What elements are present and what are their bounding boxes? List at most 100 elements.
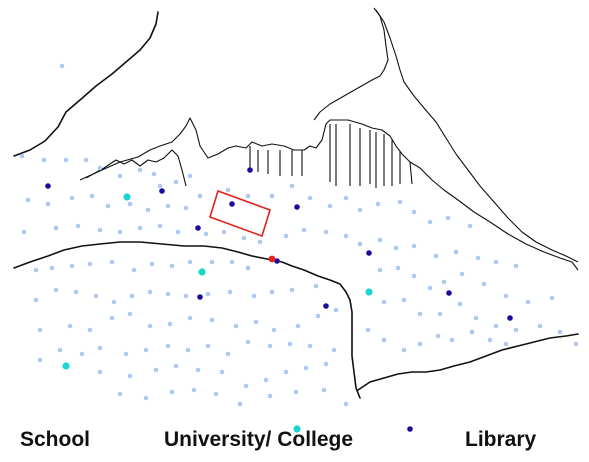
school-point: [251, 293, 257, 299]
school-point: [127, 373, 133, 379]
school-point: [197, 193, 203, 199]
school-point: [301, 227, 307, 233]
school-point: [427, 219, 433, 225]
school-point: [183, 293, 189, 299]
school-point: [165, 203, 171, 209]
school-point: [225, 351, 231, 357]
coastline-east-channel: [375, 9, 579, 263]
school-point: [441, 279, 447, 285]
library-point: [366, 250, 372, 256]
school-point: [263, 377, 269, 383]
school-point: [253, 319, 259, 325]
school-point: [365, 327, 371, 333]
school-point: [321, 387, 327, 393]
school-point: [37, 327, 43, 333]
school-point: [357, 207, 363, 213]
school-point: [87, 327, 93, 333]
school-point: [469, 329, 475, 335]
school-point: [187, 173, 193, 179]
school-point: [233, 323, 239, 329]
library-point: [294, 204, 300, 210]
school-point: [117, 391, 123, 397]
school-point: [127, 201, 133, 207]
school-point: [343, 195, 349, 201]
school-point: [307, 343, 313, 349]
school-point: [83, 157, 89, 163]
school-point: [63, 157, 69, 163]
school-point: [493, 259, 499, 265]
school-point: [109, 259, 115, 265]
school-point: [467, 223, 473, 229]
school-point: [149, 261, 155, 267]
school-point: [97, 345, 103, 351]
school-point: [167, 321, 173, 327]
school-point: [105, 203, 111, 209]
school-point: [219, 369, 225, 375]
highlight-point: [268, 255, 276, 263]
school-point: [401, 347, 407, 353]
legend-library-label: Library: [465, 428, 537, 451]
school-point: [487, 337, 493, 343]
school-point: [69, 263, 75, 269]
highlight-points: [268, 255, 276, 263]
school-point: [213, 391, 219, 397]
school-point: [293, 389, 299, 395]
school-point: [445, 215, 451, 221]
school-point: [417, 311, 423, 317]
school-point: [209, 259, 215, 265]
school-point: [503, 341, 509, 347]
school-point: [457, 301, 463, 307]
school-point: [97, 227, 103, 233]
school-point: [205, 291, 211, 297]
school-point: [221, 229, 227, 235]
harbor-piers: [249, 124, 413, 188]
school-point: [381, 299, 387, 305]
school-point: [411, 209, 417, 215]
school-point: [187, 259, 193, 265]
school-point: [25, 197, 31, 203]
school-point: [157, 183, 163, 189]
library-point: [197, 294, 203, 300]
school-point: [127, 311, 133, 317]
school-point: [459, 271, 465, 277]
school-point: [513, 263, 519, 269]
school-point: [417, 341, 423, 347]
school-point: [287, 341, 293, 347]
school-point: [381, 337, 387, 343]
legend-university-label: University/ College: [164, 428, 354, 451]
library-point: [274, 258, 280, 264]
school-point: [303, 365, 309, 371]
school-point: [315, 313, 321, 319]
school-point: [557, 329, 563, 335]
school-point: [411, 273, 417, 279]
school-point: [493, 323, 499, 329]
school-point: [129, 293, 135, 299]
school-point: [185, 347, 191, 353]
school-point: [87, 261, 93, 267]
school-point: [243, 383, 249, 389]
school-point: [245, 193, 251, 199]
school-point: [289, 183, 295, 189]
school-point: [37, 357, 43, 363]
library-points: [45, 167, 513, 321]
school-point: [271, 327, 277, 333]
school-point: [241, 235, 247, 241]
school-point: [147, 323, 153, 329]
school-point: [475, 255, 481, 261]
school-point: [157, 223, 163, 229]
school-point: [53, 225, 59, 231]
school-point: [245, 339, 251, 345]
school-point: [19, 153, 25, 159]
school-point: [75, 223, 81, 229]
map-canvas: [13, 7, 579, 407]
school-point: [289, 287, 295, 293]
library-point: [247, 167, 253, 173]
school-point: [283, 369, 289, 375]
school-point: [165, 291, 171, 297]
school-point: [67, 323, 73, 329]
school-point: [117, 173, 123, 179]
school-point: [187, 315, 193, 321]
school-point: [397, 199, 403, 205]
school-point: [331, 347, 337, 353]
school-point: [195, 367, 201, 373]
